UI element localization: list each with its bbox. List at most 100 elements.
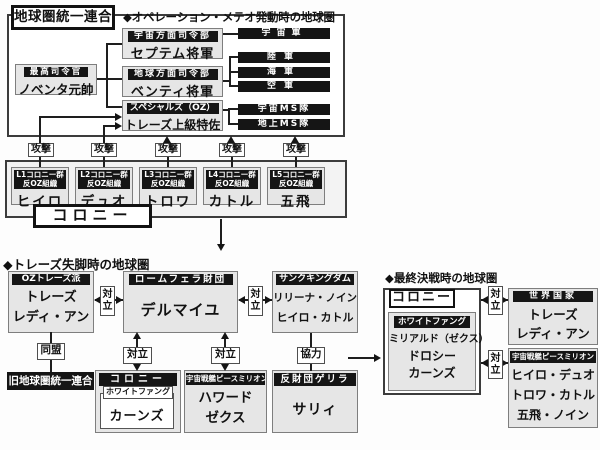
alliance-title-box: 地球圏統一連合 [11,5,115,30]
romefeller-box: ロームフェラ財団 デルマイユ [123,271,238,333]
world-nation-label: 世界国家 [513,291,593,302]
attack-label: 攻撃 [91,143,117,157]
final-heading: ◆最終決戦時の地球圏 [385,271,498,285]
cooperation-label: 協力 [297,347,325,364]
opposition-arrowhead [116,296,123,304]
attack-line [39,157,41,167]
opposition-label: 対立 [123,347,152,364]
member-name: カーンズ [408,366,456,380]
member-name: カーンズ [109,409,165,424]
connector [229,56,238,58]
opposition-arrowhead [221,332,229,339]
supreme-commander-box: 最高司令官 ノベンタ元帥 [15,64,97,97]
connector [229,71,238,73]
pilot-box-heero: L1コロニー群 反OZ組織 ヒイロ [11,167,69,210]
section-transition-line [348,357,376,359]
connector [106,43,108,108]
pilot-org: 反OZ組織 [86,179,122,188]
attack-arrowhead [291,136,299,143]
pilot-colony-group: L1コロニー群 [16,170,64,179]
member-name: ヒイロ・デュオ [510,368,595,382]
opposition-arrowhead [133,332,141,339]
section-transition-line [220,219,222,245]
attack-arrowhead [163,136,171,143]
world-nation-box: 世界国家 トレーズ レディ・アン [508,288,598,345]
member-name: ヒイロ・カトル [276,311,354,324]
attack-arrowhead [115,122,122,130]
peace-million-label: 宇宙戦艦ピースミリオン [510,351,596,363]
opposition-label: 対立 [100,286,115,316]
opposition-arrowhead [481,359,488,367]
connector [97,78,122,80]
opposition-label: 対立 [488,350,503,379]
specials-oz-label: スペシャルズ（OZ） [126,103,219,114]
connector [223,80,230,82]
pilot-box-wufei: L5コロニー群 反OZ組織 五飛 [267,167,325,210]
member-name: デルマイユ [140,301,221,319]
pilot-box-duo: L2コロニー群 反OZ組織 デュオ [75,167,133,210]
section-transition-arrowhead [374,354,381,362]
peace-million-downfall-box: 宇宙戦艦ピースミリオン ハワード ゼクス [184,370,267,433]
specials-oz-box: スペシャルズ（OZ） トレーズ上級特佐 [122,100,223,132]
connector [229,85,238,87]
opposition-label: 対立 [248,286,263,316]
attack-line [103,125,105,143]
space-command-label: 宇宙方面司令部 [127,31,218,42]
pilot-name: トロワ [144,194,192,210]
attack-line [167,157,169,167]
member-name: ゼクス [205,410,246,426]
attack-line [295,157,297,167]
space-command-box: 宇宙方面司令部 セプテム将軍 [122,28,223,62]
attack-line [231,157,233,167]
supreme-commander-name: ノベンタ元帥 [18,82,94,97]
force-bar-navy: 海軍 [238,67,330,78]
oz-treize-faction-box: OZトレーズ派 トレーズ レディ・アン [8,271,94,333]
earth-command-name: ベンティ将軍 [130,85,215,100]
pilot-box-quatre: L4コロニー群 反OZ組織 カトル [203,167,261,210]
opposition-arrowhead [221,364,229,371]
opposition-arrowhead [501,296,508,304]
opposition-arrowhead [238,296,245,304]
peace-million-label: 宇宙戦艦ピースミリオン [186,373,265,385]
member-name: トロワ・カトル [510,388,595,402]
connector [228,123,238,125]
member-name: サリィ [292,402,338,418]
guerrilla-label: 反財団ゲリラ [274,373,356,386]
pilot-org: 反OZ組織 [214,179,250,188]
pilot-colony-group: L4コロニー群 [208,170,256,179]
final-colony-title: コロニー [389,289,455,308]
sanc-kingdom-box: サンクキングダム リリーナ・ノイン ヒイロ・カトル [272,271,358,333]
final-peace-million-box: 宇宙戦艦ピースミリオン ヒイロ・デュオ トロワ・カトル 五飛・ノイン [508,348,598,428]
member-name: レディ・アン [12,310,90,325]
attack-arrowhead [227,136,235,143]
member-name: ドロシー [407,349,456,363]
pilot-colony-group: L3コロニー群 [144,170,192,179]
member-name: ミリアルド（ゼクス） [389,334,489,345]
connector [106,43,122,45]
section-transition-arrowhead [217,244,225,251]
force-bar-space-ms: 宇宙MS隊 [238,104,330,115]
force-bar-space-army: 宇宙軍 [238,28,330,39]
opposition-arrowhead [265,296,272,304]
opposition-arrowhead [481,296,488,304]
earth-command-label: 地球方面司令部 [127,69,218,80]
connector [228,108,238,110]
opposition-label: 対立 [211,347,240,364]
downfall-heading: ◆トレーズ失脚時の地球圏 [3,257,150,272]
opposition-arrowhead [133,364,141,371]
connector [223,33,238,35]
attack-label: 攻撃 [283,143,309,157]
connector [223,109,229,111]
earth-command-box: 地球方面司令部 ベンティ将軍 [122,66,223,100]
meteor-heading: ◆オペレーション・メテオ発動時の地球圏 [123,10,335,24]
colony-title-box: コロニー [33,204,152,228]
connector [228,109,230,125]
pilot-org: 反OZ組織 [150,179,186,188]
sanc-kingdom-label: サンクキングダム [276,274,354,285]
opposition-arrowhead [501,359,508,367]
attack-line [103,125,115,127]
alliance-label: 同盟 [37,343,65,360]
pilot-org: 反OZ組織 [278,179,314,188]
guerrilla-box: 反財団ゲリラ サリィ [272,370,358,433]
